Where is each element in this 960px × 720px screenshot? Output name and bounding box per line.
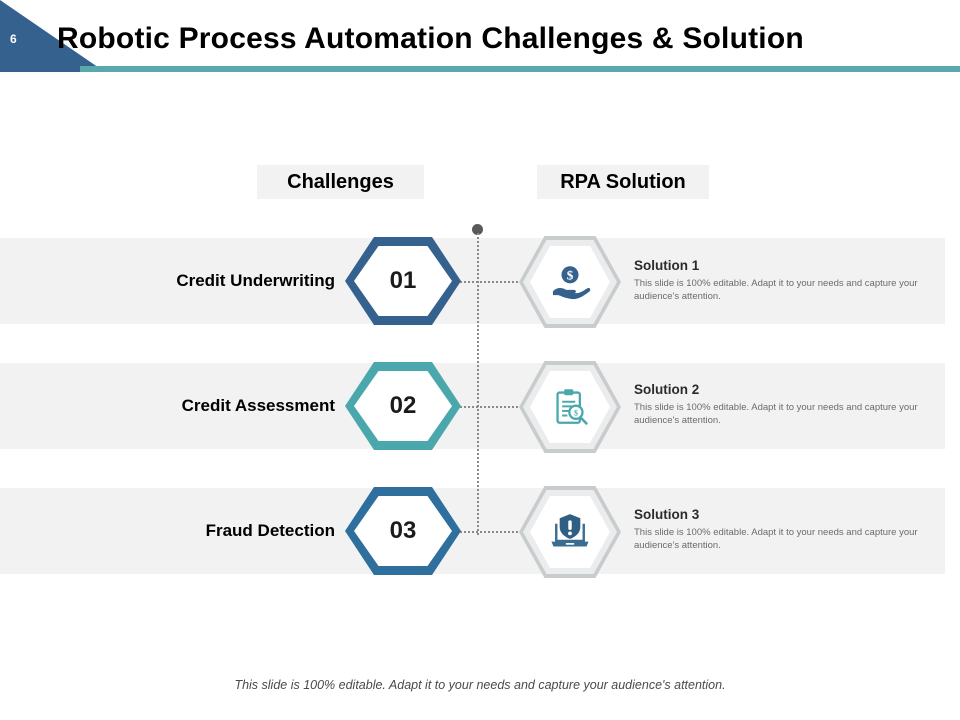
- connector-horizontal-line: [455, 281, 530, 283]
- solution-description: This slide is 100% editable. Adapt it to…: [634, 527, 918, 551]
- solution-block-2: Solution 2 This slide is 100% editable. …: [634, 382, 924, 428]
- step-number-hexagon-03[interactable]: 03: [345, 487, 461, 575]
- hand-holding-coin-icon: $: [519, 236, 621, 328]
- solution-icon-hexagon-3[interactable]: [519, 486, 621, 578]
- svg-text:$: $: [574, 409, 578, 418]
- solution-icon-hexagon-2[interactable]: $: [519, 361, 621, 453]
- solution-title: Solution 1: [634, 258, 700, 273]
- solution-block-3: Solution 3 This slide is 100% editable. …: [634, 507, 924, 553]
- clipboard-search-icon: $: [519, 361, 621, 453]
- solution-title: Solution 3: [634, 507, 700, 522]
- solution-icon-hexagon-1[interactable]: $: [519, 236, 621, 328]
- svg-text:$: $: [567, 267, 574, 282]
- solution-title: Solution 2: [634, 382, 700, 397]
- step-number-label: 02: [389, 392, 417, 419]
- step-number-label: 03: [389, 517, 417, 544]
- connector-vertical-line: [477, 233, 479, 535]
- footer-note: This slide is 100% editable. Adapt it to…: [234, 678, 726, 692]
- header-accent-rule: [80, 66, 960, 72]
- hexagon-fill: [354, 496, 452, 566]
- connector-horizontal-line: [455, 406, 530, 408]
- solution-block-1: Solution 1 This slide is 100% editable. …: [634, 258, 924, 304]
- column-header-rpa-solution: RPA Solution: [537, 165, 709, 199]
- hexagon-fill: [354, 246, 452, 316]
- slide-header: 6 Robotic Process Automation Challenges …: [0, 0, 960, 80]
- solution-description: This slide is 100% editable. Adapt it to…: [634, 278, 918, 302]
- step-number-hexagon-02[interactable]: 02: [345, 362, 461, 450]
- challenge-label: Credit Underwriting: [176, 271, 335, 290]
- step-number-label: 01: [389, 267, 417, 294]
- page-title: Robotic Process Automation Challenges & …: [57, 22, 804, 55]
- laptop-shield-alert-icon: [519, 486, 621, 578]
- solution-description: This slide is 100% editable. Adapt it to…: [634, 402, 918, 426]
- step-number-hexagon-01[interactable]: 01: [345, 237, 461, 325]
- column-header-challenges: Challenges: [257, 165, 424, 199]
- challenge-label: Credit Assessment: [181, 396, 335, 415]
- hexagon-fill: [354, 371, 452, 441]
- connector-horizontal-line: [455, 531, 530, 533]
- slide-number: 6: [10, 32, 17, 46]
- connector-dot: [472, 224, 483, 235]
- challenge-label: Fraud Detection: [205, 521, 335, 540]
